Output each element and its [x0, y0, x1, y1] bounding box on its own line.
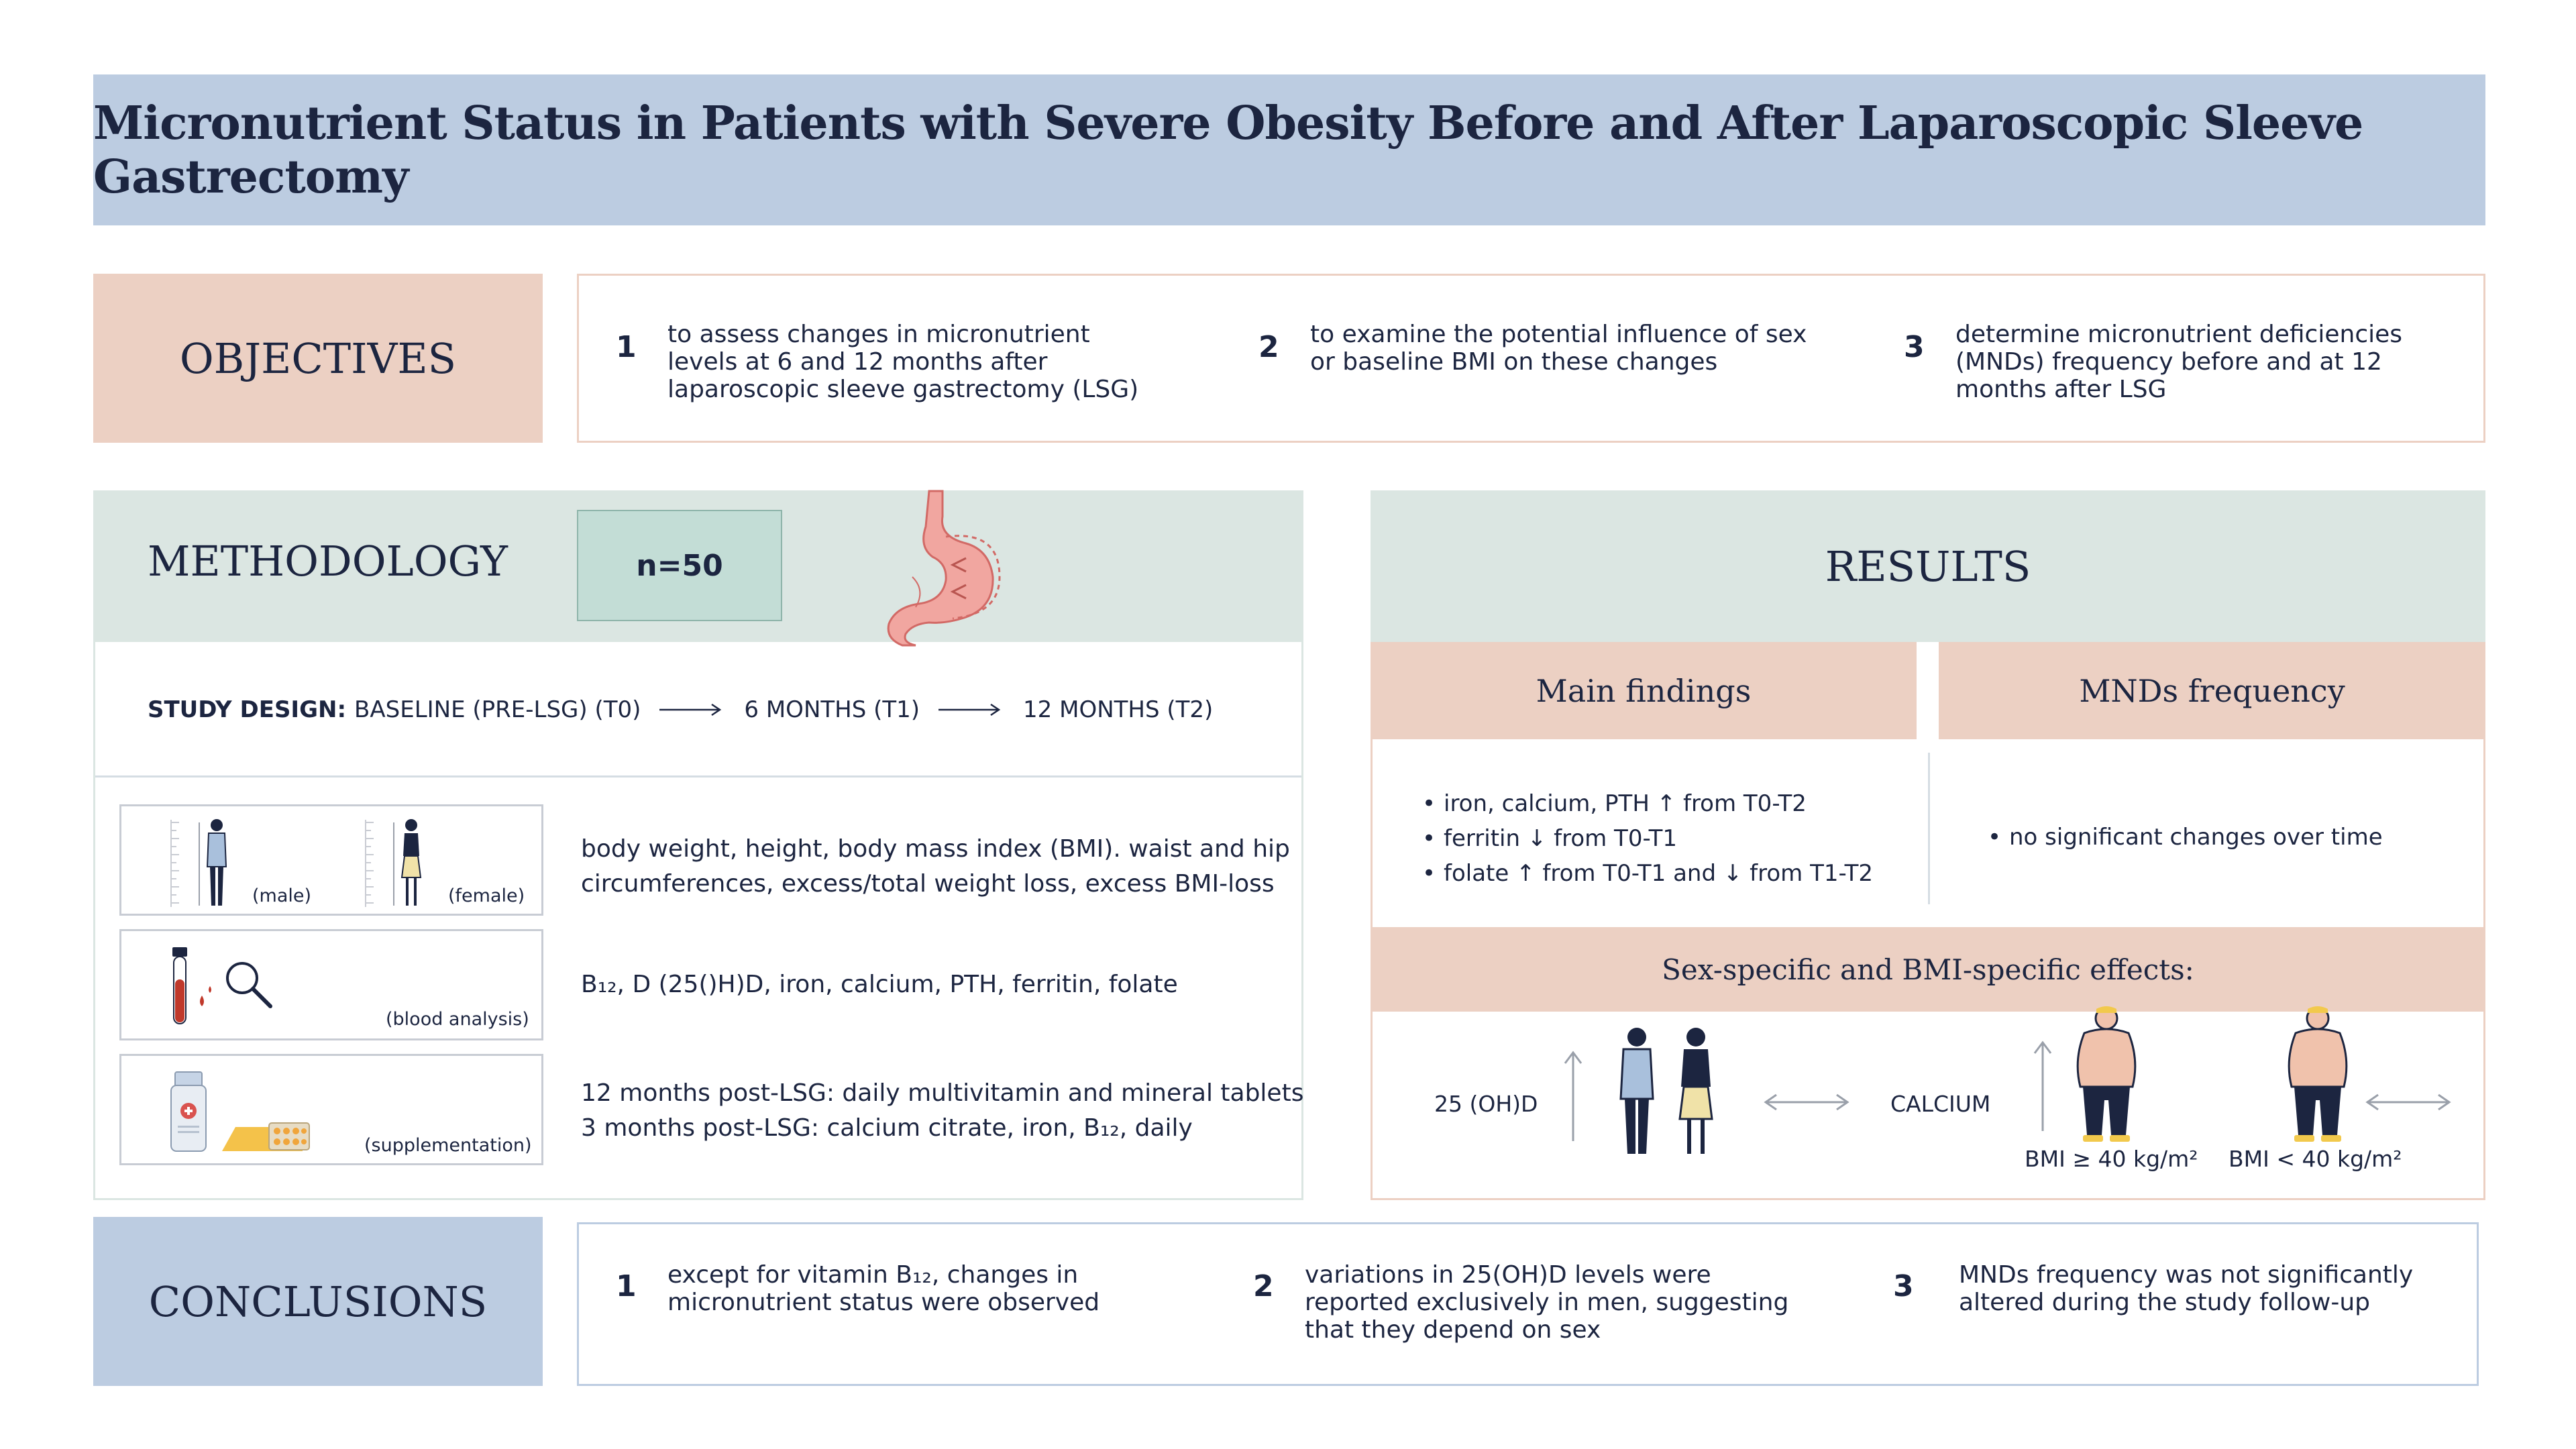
- main-findings-label: Main findings: [1371, 642, 1917, 739]
- blood-analysis-image-box: (blood analysis): [119, 929, 543, 1040]
- male-caption: (male): [252, 885, 312, 906]
- mnds-frequency-label: MNDs frequency: [1939, 642, 2485, 739]
- conclusions-label: CONCLUSIONS: [93, 1217, 543, 1386]
- male-figure-icon: [170, 819, 227, 907]
- pill-bottle-icon: [170, 1071, 310, 1152]
- conclusion-number-3: 3: [1893, 1269, 1914, 1303]
- list-item: iron, calcium, PTH ↑ from T0-T2: [1417, 786, 1873, 821]
- objective-number-2: 2: [1258, 330, 1279, 364]
- supplementation-line-1: 12 months post-LSG: daily multivitamin a…: [581, 1079, 1304, 1107]
- study-design-label: STUDY DESIGN:: [148, 696, 347, 723]
- up-arrow-icon: [2033, 1040, 2052, 1131]
- page-title: Micronutrient Status in Patients with Se…: [93, 96, 2363, 204]
- conclusions-panel: [577, 1222, 2479, 1386]
- timeline-step-t0: BASELINE (PRE-LSG) (T0): [354, 696, 641, 723]
- conclusion-text-3: MNDs frequency was not significantly alt…: [1959, 1261, 2414, 1316]
- tablet-blister-icon: [222, 1122, 310, 1151]
- female-figure-icon: [365, 819, 422, 907]
- list-item: no significant changes over time: [1982, 820, 2383, 855]
- timeline-arrow-icon: [659, 703, 722, 716]
- objective-text-2: to examine the potential influence of se…: [1310, 321, 1807, 376]
- conclusion-number-1: 1: [616, 1269, 637, 1303]
- vitamin-d-label: 25 (OH)D: [1434, 1091, 1538, 1117]
- supplementation-caption: (supplementation): [364, 1135, 532, 1156]
- anthropometry-line-1: body weight, height, body mass index (BM…: [581, 835, 1290, 863]
- divider: [1928, 753, 1930, 904]
- anthropometry-line-2: circumferences, excess/total weight loss…: [581, 870, 1275, 898]
- study-design-timeline: STUDY DESIGN: BASELINE (PRE-LSG) (T0) 6 …: [148, 696, 1213, 723]
- bmi-low-label: BMI < 40 kg/m²: [2229, 1146, 2402, 1172]
- timeline-step-t1: 6 MONTHS (T1): [744, 696, 920, 723]
- objective-text-3: determine micronutrient deficiencies (MN…: [1955, 321, 2403, 403]
- timeline-step-t2: 12 MONTHS (T2): [1023, 696, 1214, 723]
- list-item: ferritin ↓ from T0-T1: [1417, 821, 1873, 856]
- obese-figure-icon: [2076, 1006, 2137, 1142]
- conclusion-number-2: 2: [1253, 1269, 1274, 1303]
- divider: [95, 775, 1301, 777]
- blood-tube-icon: [172, 947, 211, 1024]
- supplementation-text: 12 months post-LSG: daily multivitamin a…: [581, 1076, 1303, 1146]
- male-female-figures-icon: [1619, 1028, 1713, 1154]
- objective-number-1: 1: [616, 330, 637, 364]
- methodology-label: METHODOLOGY: [148, 537, 508, 586]
- calcium-label: CALCIUM: [1890, 1091, 1991, 1117]
- stomach-icon: [887, 490, 1001, 647]
- conclusion-text-1: except for vitamin B₁₂, changes in micro…: [667, 1261, 1100, 1316]
- sample-size-badge: n=50: [577, 510, 782, 621]
- supplementation-image-box: (supplementation): [119, 1054, 543, 1165]
- supplementation-line-2: 3 months post-LSG: calcium citrate, iron…: [581, 1114, 1193, 1142]
- effects-label: Sex-specific and BMI-specific effects:: [1371, 927, 2485, 1012]
- objective-number-3: 3: [1904, 330, 1925, 364]
- magnifier-icon: [226, 962, 272, 1008]
- main-findings-list: iron, calcium, PTH ↑ from T0-T2 ferritin…: [1417, 786, 1873, 891]
- blood-analysis-caption: (blood analysis): [386, 1009, 529, 1030]
- double-arrow-icon: [1764, 1093, 1849, 1111]
- title-banner: Micronutrient Status in Patients with Se…: [93, 74, 2485, 225]
- mnds-list: no significant changes over time: [1982, 820, 2383, 855]
- female-caption: (female): [448, 885, 525, 906]
- double-arrow-icon: [2365, 1093, 2451, 1111]
- obese-figure-icon: [2288, 1006, 2348, 1142]
- anthropometry-image-box: (male) (female): [119, 804, 543, 916]
- results-label: RESULTS: [1371, 490, 2485, 642]
- objectives-panel: [577, 274, 2485, 443]
- conclusion-text-2: variations in 25(OH)D levels were report…: [1305, 1261, 1789, 1344]
- blood-analysis-text: B₁₂, D (25()H)D, iron, calcium, PTH, fer…: [581, 971, 1178, 998]
- bmi-high-label: BMI ≥ 40 kg/m²: [2025, 1146, 2198, 1172]
- timeline-arrow-icon: [938, 703, 1001, 716]
- objectives-label: OBJECTIVES: [93, 274, 543, 443]
- up-arrow-icon: [1564, 1051, 1582, 1141]
- anthropometry-text: body weight, height, body mass index (BM…: [581, 832, 1290, 902]
- objective-text-1: to assess changes in micronutrient level…: [667, 321, 1139, 403]
- list-item: folate ↑ from T0-T1 and ↓ from T1-T2: [1417, 856, 1873, 891]
